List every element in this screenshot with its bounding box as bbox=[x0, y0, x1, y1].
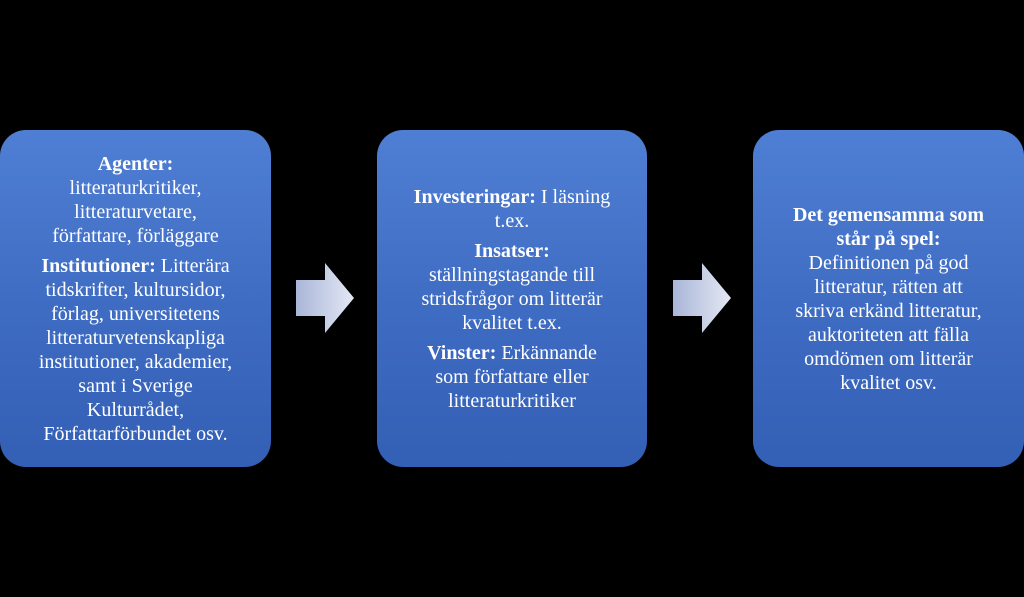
investments-section: Investeringar: I läsning t.ex. bbox=[413, 185, 611, 232]
common-stake-heading: Det gemensamma som bbox=[792, 203, 985, 226]
stakes-section: Insatser: ställningstagande till stridsf… bbox=[421, 239, 603, 334]
institutions-heading: Institutioner: bbox=[41, 254, 156, 277]
common-stake-box: Det gemensamma som står på spel: Definit… bbox=[753, 130, 1024, 467]
agents-box: Agenter: litteraturkritiker, litteraturv… bbox=[0, 130, 271, 467]
gains-section: Vinster: Erkännande som författare eller… bbox=[427, 341, 597, 412]
stakes-heading: Insatser: bbox=[474, 239, 550, 262]
agents-heading: Agenter: bbox=[97, 152, 174, 175]
agents-section: Agenter: litteraturkritiker, litteraturv… bbox=[52, 152, 219, 247]
investments-box: Investeringar: I läsning t.ex. Insatser:… bbox=[377, 130, 647, 467]
common-stake-heading-line2: står på spel: bbox=[836, 227, 941, 250]
right-arrow-icon bbox=[673, 263, 731, 333]
common-stake-section: Det gemensamma som står på spel: Definit… bbox=[792, 203, 985, 394]
institutions-section: Institutioner: Litterära tidskrifter, ku… bbox=[38, 254, 233, 445]
investments-heading: Investeringar: bbox=[413, 185, 536, 208]
right-arrow-icon bbox=[296, 263, 354, 333]
gains-heading: Vinster: bbox=[427, 341, 497, 364]
